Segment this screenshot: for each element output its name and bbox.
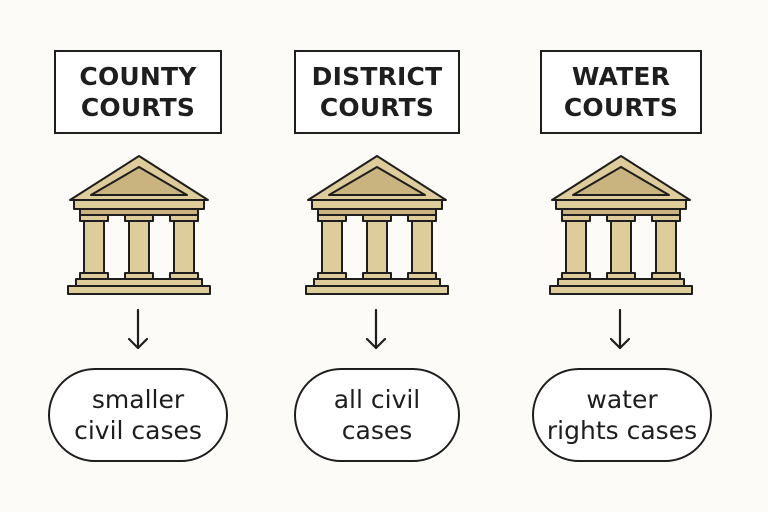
court-title-line: COURTS [563,93,679,122]
court-column-district: DISTRICT COURTS all civil cases [256,0,496,512]
court-column-county: COUNTY COURTS smaller civil cas [18,0,258,512]
case-type-line: smaller [91,385,185,414]
case-type-bubble: smaller civil cases [48,368,228,462]
court-column-water: WATER COURTS water rights cases [500,0,740,512]
court-title-box: DISTRICT COURTS [294,50,460,134]
case-type-line: civil cases [74,416,202,445]
courthouse-icon [549,155,693,295]
court-title-line: COUNTY [79,62,197,91]
court-title-line: COURTS [80,93,196,122]
court-title-line: COURTS [319,93,435,122]
case-type-bubble: all civil cases [294,368,460,462]
case-type-bubble: water rights cases [532,368,712,462]
arrow-down-icon [609,308,631,350]
case-type-line: water [586,385,658,414]
case-type-line: cases [341,416,413,445]
court-title-line: WATER [571,62,671,91]
arrow-down-icon [365,308,387,350]
court-title-line: DISTRICT [311,62,443,91]
case-type-line: rights cases [546,416,698,445]
case-type-line: all civil [333,385,421,414]
court-title-box: WATER COURTS [540,50,702,134]
arrow-down-icon [127,308,149,350]
courthouse-icon [305,155,449,295]
court-title-box: COUNTY COURTS [54,50,222,134]
courthouse-icon [67,155,211,295]
